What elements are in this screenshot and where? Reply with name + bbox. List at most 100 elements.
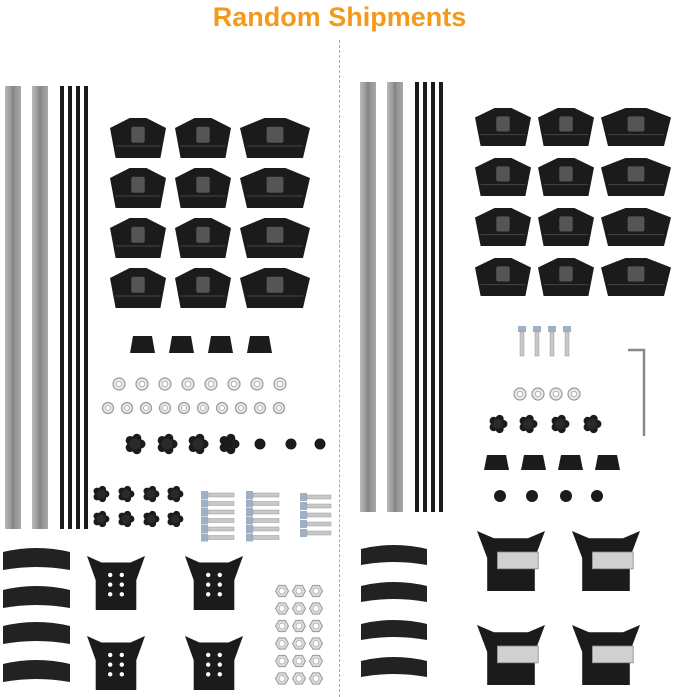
bolt-head [201, 499, 208, 508]
bracket-hole [119, 592, 125, 597]
bracket-plate [592, 551, 634, 570]
washer-hole [230, 380, 238, 388]
knob-center [523, 419, 533, 429]
bolt-shank [252, 535, 280, 540]
knob-center [161, 438, 173, 450]
rubber-block [208, 336, 233, 353]
rubber-block [169, 336, 194, 353]
clamp-screw [131, 226, 145, 243]
clamp [240, 118, 310, 158]
bracket-hole [217, 672, 222, 677]
bolt-shank [306, 530, 332, 536]
rubber-pad [3, 548, 70, 570]
clamp [110, 268, 166, 308]
bracket-hole [119, 672, 125, 677]
rubber-pad [3, 622, 70, 644]
bolt-shank [306, 521, 332, 527]
washer-hole [552, 390, 560, 398]
bolt-head [246, 516, 253, 525]
rubber-block [484, 455, 509, 470]
bracket-hole [217, 592, 222, 597]
bolt [246, 525, 280, 533]
bracket-body [185, 556, 243, 610]
black-strip [415, 82, 419, 512]
bolt-shank [519, 331, 525, 357]
clamp-screw [559, 116, 573, 132]
bolt [201, 499, 235, 508]
clamp [475, 258, 531, 296]
bolt-head [246, 499, 253, 508]
nut-hole [295, 587, 303, 595]
bolt [563, 326, 571, 357]
bolt-shank [207, 492, 235, 498]
bolt-shank [564, 331, 570, 357]
bolt [201, 508, 235, 516]
knob-center [170, 489, 180, 499]
black-strip [431, 82, 435, 512]
end-cap [222, 438, 234, 450]
clamp [601, 258, 671, 296]
bolt-shank [207, 501, 235, 506]
rubber-block [130, 336, 155, 353]
star-knob [188, 433, 209, 455]
clamp [175, 168, 231, 208]
nut-hole [278, 657, 286, 665]
bracket [87, 636, 145, 690]
washer-hole [162, 405, 168, 411]
clamp [538, 258, 594, 296]
bracket-hole [206, 662, 211, 667]
bolt [300, 529, 332, 537]
washer-hole [570, 390, 578, 398]
bolt [300, 520, 332, 528]
bracket [87, 556, 145, 610]
clamp [240, 268, 310, 308]
rail-set [5, 86, 88, 529]
knob-center [170, 514, 180, 524]
rail-set [360, 82, 443, 512]
rubber-pad [361, 657, 427, 677]
bolt-head [533, 326, 541, 332]
clamp [601, 208, 671, 246]
bracket-hole [119, 662, 125, 667]
bracket [572, 531, 640, 591]
nut-hole [295, 675, 303, 682]
rubber-pad [3, 660, 70, 682]
bolt [300, 502, 332, 510]
bolt [300, 493, 332, 501]
clamp-screw [131, 176, 145, 193]
clamp-screw [496, 166, 510, 182]
bolt [246, 508, 280, 516]
bolt [533, 326, 541, 357]
bolt-head [300, 511, 307, 519]
page-title: Random Shipments [212, 2, 467, 32]
nut-hole [295, 605, 303, 612]
nut-hole [312, 640, 320, 647]
knob-center [493, 419, 503, 429]
washer-hole [138, 380, 146, 388]
washer-hole [115, 380, 123, 388]
washer-hole [219, 405, 225, 411]
bracket-hole [119, 582, 125, 587]
bracket-hole [206, 572, 211, 578]
clamp [110, 168, 166, 208]
star-knob [167, 485, 184, 503]
bracket-plate [496, 551, 539, 570]
nut-hole [295, 622, 303, 630]
washer-hole [181, 405, 187, 411]
bolt-head [300, 502, 307, 510]
black-strip [439, 82, 443, 512]
star-knob [125, 433, 146, 455]
clamp-screw [196, 176, 210, 193]
bolt [548, 326, 556, 357]
clamp-screw [559, 166, 573, 182]
knob-center [129, 438, 141, 450]
bolt-head [246, 533, 253, 542]
bolt-shank [207, 518, 235, 523]
bolt [201, 525, 235, 533]
rubber-block [521, 455, 546, 470]
end-cap [494, 490, 506, 502]
bracket-hole [206, 592, 211, 597]
clamp [175, 268, 231, 308]
rubber-block [595, 455, 620, 470]
washer-hole [207, 380, 215, 388]
